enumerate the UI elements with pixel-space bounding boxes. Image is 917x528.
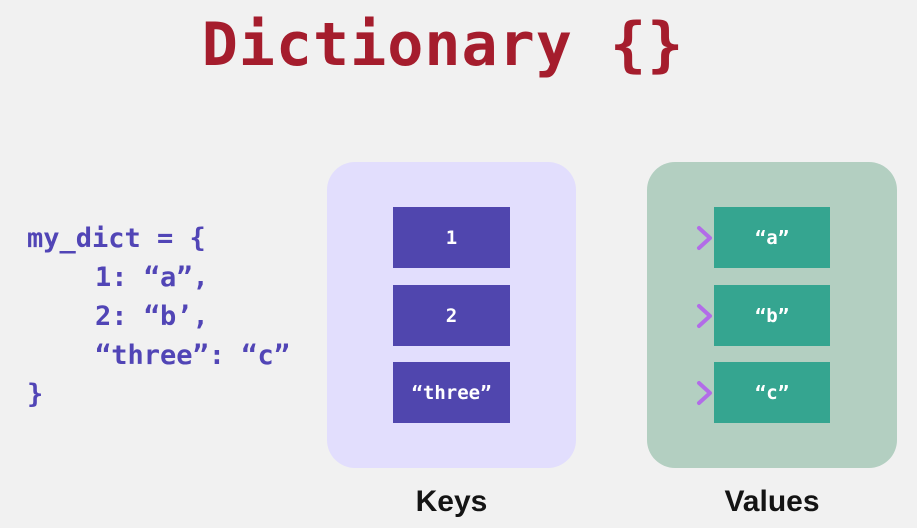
key-box-1: 1 <box>393 207 510 268</box>
keys-label: Keys <box>415 485 488 518</box>
code-line-entry-1: 1: “a”, <box>95 262 209 293</box>
code-line-open: my_dict = { <box>27 223 206 254</box>
key-box-2: 2 <box>393 285 510 346</box>
values-label: Values <box>724 485 820 518</box>
key-box-three: “three” <box>393 362 510 423</box>
page-title: Dictionary {} <box>201 10 685 80</box>
value-box-b: “b” <box>714 285 830 346</box>
code-line-entry-3: “three”: “c” <box>95 340 291 371</box>
code-line-close: } <box>27 379 44 410</box>
code-snippet: my_dict = { 1: “a”, 2: “b’, “three”: “c”} <box>27 219 290 414</box>
value-box-a: “a” <box>714 207 830 268</box>
value-box-c: “c” <box>714 362 830 423</box>
code-line-entry-2: 2: “b’, <box>95 301 209 332</box>
